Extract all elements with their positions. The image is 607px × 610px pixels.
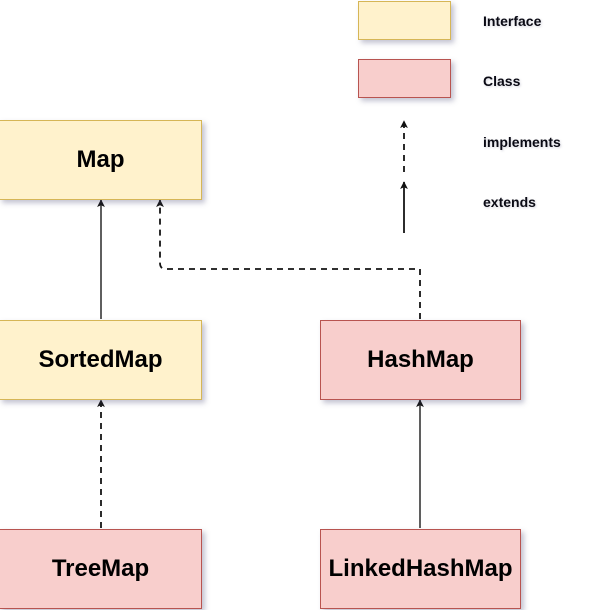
legend-extends-label: extends (483, 194, 536, 210)
node-hashmap-label: HashMap (367, 346, 474, 373)
node-linkedhashmap[interactable]: LinkedHashMap (320, 529, 521, 609)
legend-class-swatch (358, 59, 451, 98)
edge-hashmap-implements-map (156, 199, 421, 319)
node-linkedhashmap-label: LinkedHashMap (328, 555, 513, 582)
node-treemap-label: TreeMap (51, 555, 150, 582)
legend-class-label: Class (483, 73, 521, 89)
node-sortedmap-label: SortedMap (38, 346, 163, 373)
legend-implements-label: implements (483, 134, 561, 150)
node-sortedmap[interactable]: SortedMap (0, 320, 202, 400)
node-map[interactable]: Map (0, 120, 202, 200)
legend-interface-swatch (358, 1, 451, 40)
node-map-label: Map (76, 146, 125, 173)
legend-interface-label: Interface (483, 13, 542, 29)
node-treemap[interactable]: TreeMap (0, 529, 202, 609)
node-hashmap[interactable]: HashMap (320, 320, 521, 400)
